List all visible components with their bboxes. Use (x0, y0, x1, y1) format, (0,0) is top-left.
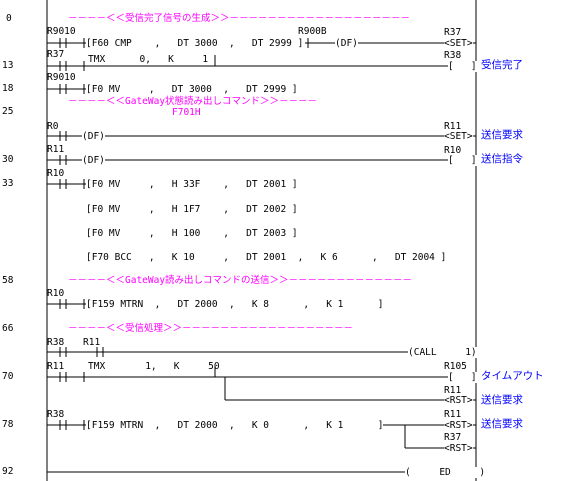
rung-comment: F701H (172, 107, 201, 118)
instruction-tmx: TMX 1, K 50 (88, 361, 220, 372)
coil-label: R11 (444, 385, 462, 396)
coil-set: <SET> (444, 131, 473, 142)
rung-comment: －－－－＜＜GateWay状態読み出しコマンド＞＞－－－－ (68, 96, 318, 107)
contact-label: R11 (47, 144, 65, 155)
coil-label: R10 (444, 145, 462, 156)
instruction-mv: [F0 MV , H 33F , DT 2001 ] (86, 179, 298, 190)
step-number: 78 (2, 419, 14, 430)
device-comment: タイムアウト (481, 370, 544, 382)
coil-rst: <RST> (444, 443, 473, 454)
coil-label: R11 (444, 409, 462, 420)
coil-out: [ ] (448, 372, 477, 383)
coil-label: R37 (444, 432, 462, 443)
contact-label: R10 (47, 288, 65, 299)
contact-label: R9010 (47, 26, 76, 37)
instruction-df: (DF) (82, 155, 105, 166)
rung-comment: －－－－＜＜GateWay読み出しコマンドの送信＞＞－－－－－－－－－－－－－ (68, 275, 413, 286)
contact-label: R900B (298, 26, 327, 37)
contact-label: R0 (47, 121, 59, 132)
coil-set: <SET> (444, 38, 473, 49)
device-comment: 送信要求 (481, 129, 523, 141)
coil-out: [ ] (448, 155, 477, 166)
device-comment: 受信完了 (481, 59, 523, 71)
step-number: 25 (2, 106, 14, 117)
coil-rst: <RST> (444, 395, 473, 406)
device-comment: 送信要求 (481, 418, 523, 430)
step-number: 66 (2, 323, 14, 334)
step-number: 58 (2, 275, 14, 286)
instruction-bcc: [F70 BCC , K 10 , DT 2001 , K 6 , DT 200… (86, 252, 447, 263)
contact-label: R37 (47, 49, 65, 60)
instruction-tmx: TMX 0, K 1 (88, 54, 209, 65)
contact-label: R38 (47, 409, 65, 420)
rung-comment: －－－－＜＜受信完了信号の生成＞＞－－－－－－－－－－－－－－－－－－－ (68, 13, 411, 24)
step-number: 30 (2, 154, 14, 165)
step-number: 92 (2, 466, 14, 477)
instruction-mv: [F0 MV , DT 3000 , DT 2999 ] (86, 84, 298, 95)
instruction-mtrn: [F159 MTRN , DT 2000 , K 8 , K 1 ] (86, 299, 384, 310)
coil-label: R37 (444, 27, 462, 38)
coil-out: [ ] (448, 61, 477, 72)
device-comment: 送信要求 (481, 394, 523, 406)
step-number: 0 (6, 13, 12, 24)
contact-label: R38 (47, 337, 65, 348)
coil-rst: <RST> (444, 420, 473, 431)
instruction-mv: [F0 MV , H 1F7 , DT 2002 ] (86, 204, 298, 215)
contact-label: R10 (47, 168, 65, 179)
step-number: 70 (2, 371, 14, 382)
contact-label: R11 (47, 361, 65, 372)
step-number: 18 (2, 83, 14, 94)
instruction-ed: ( ED ) (405, 467, 486, 478)
device-comment: 送信指令 (481, 153, 523, 165)
contact-label: R9010 (47, 72, 76, 83)
instruction-df: (DF) (335, 38, 358, 49)
rung-comment: －－－－＜＜受信処理＞＞－－－－－－－－－－－－－－－－－－ (68, 323, 354, 334)
coil-label: R105 (444, 361, 467, 372)
instruction-cmp: [F60 CMP , DT 3000 , DT 2999 ] (86, 38, 304, 49)
instruction-call: (CALL 1) (408, 347, 477, 358)
instruction-mv: [F0 MV , H 100 , DT 2003 ] (86, 228, 298, 239)
contact-label: R11 (83, 337, 101, 348)
instruction-df: (DF) (82, 131, 105, 142)
step-number: 33 (2, 178, 14, 189)
instruction-mtrn: [F159 MTRN , DT 2000 , K 0 , K 1 ] (86, 420, 384, 431)
step-number: 13 (2, 60, 14, 71)
coil-label: R11 (444, 121, 462, 132)
coil-label: R38 (444, 50, 462, 61)
